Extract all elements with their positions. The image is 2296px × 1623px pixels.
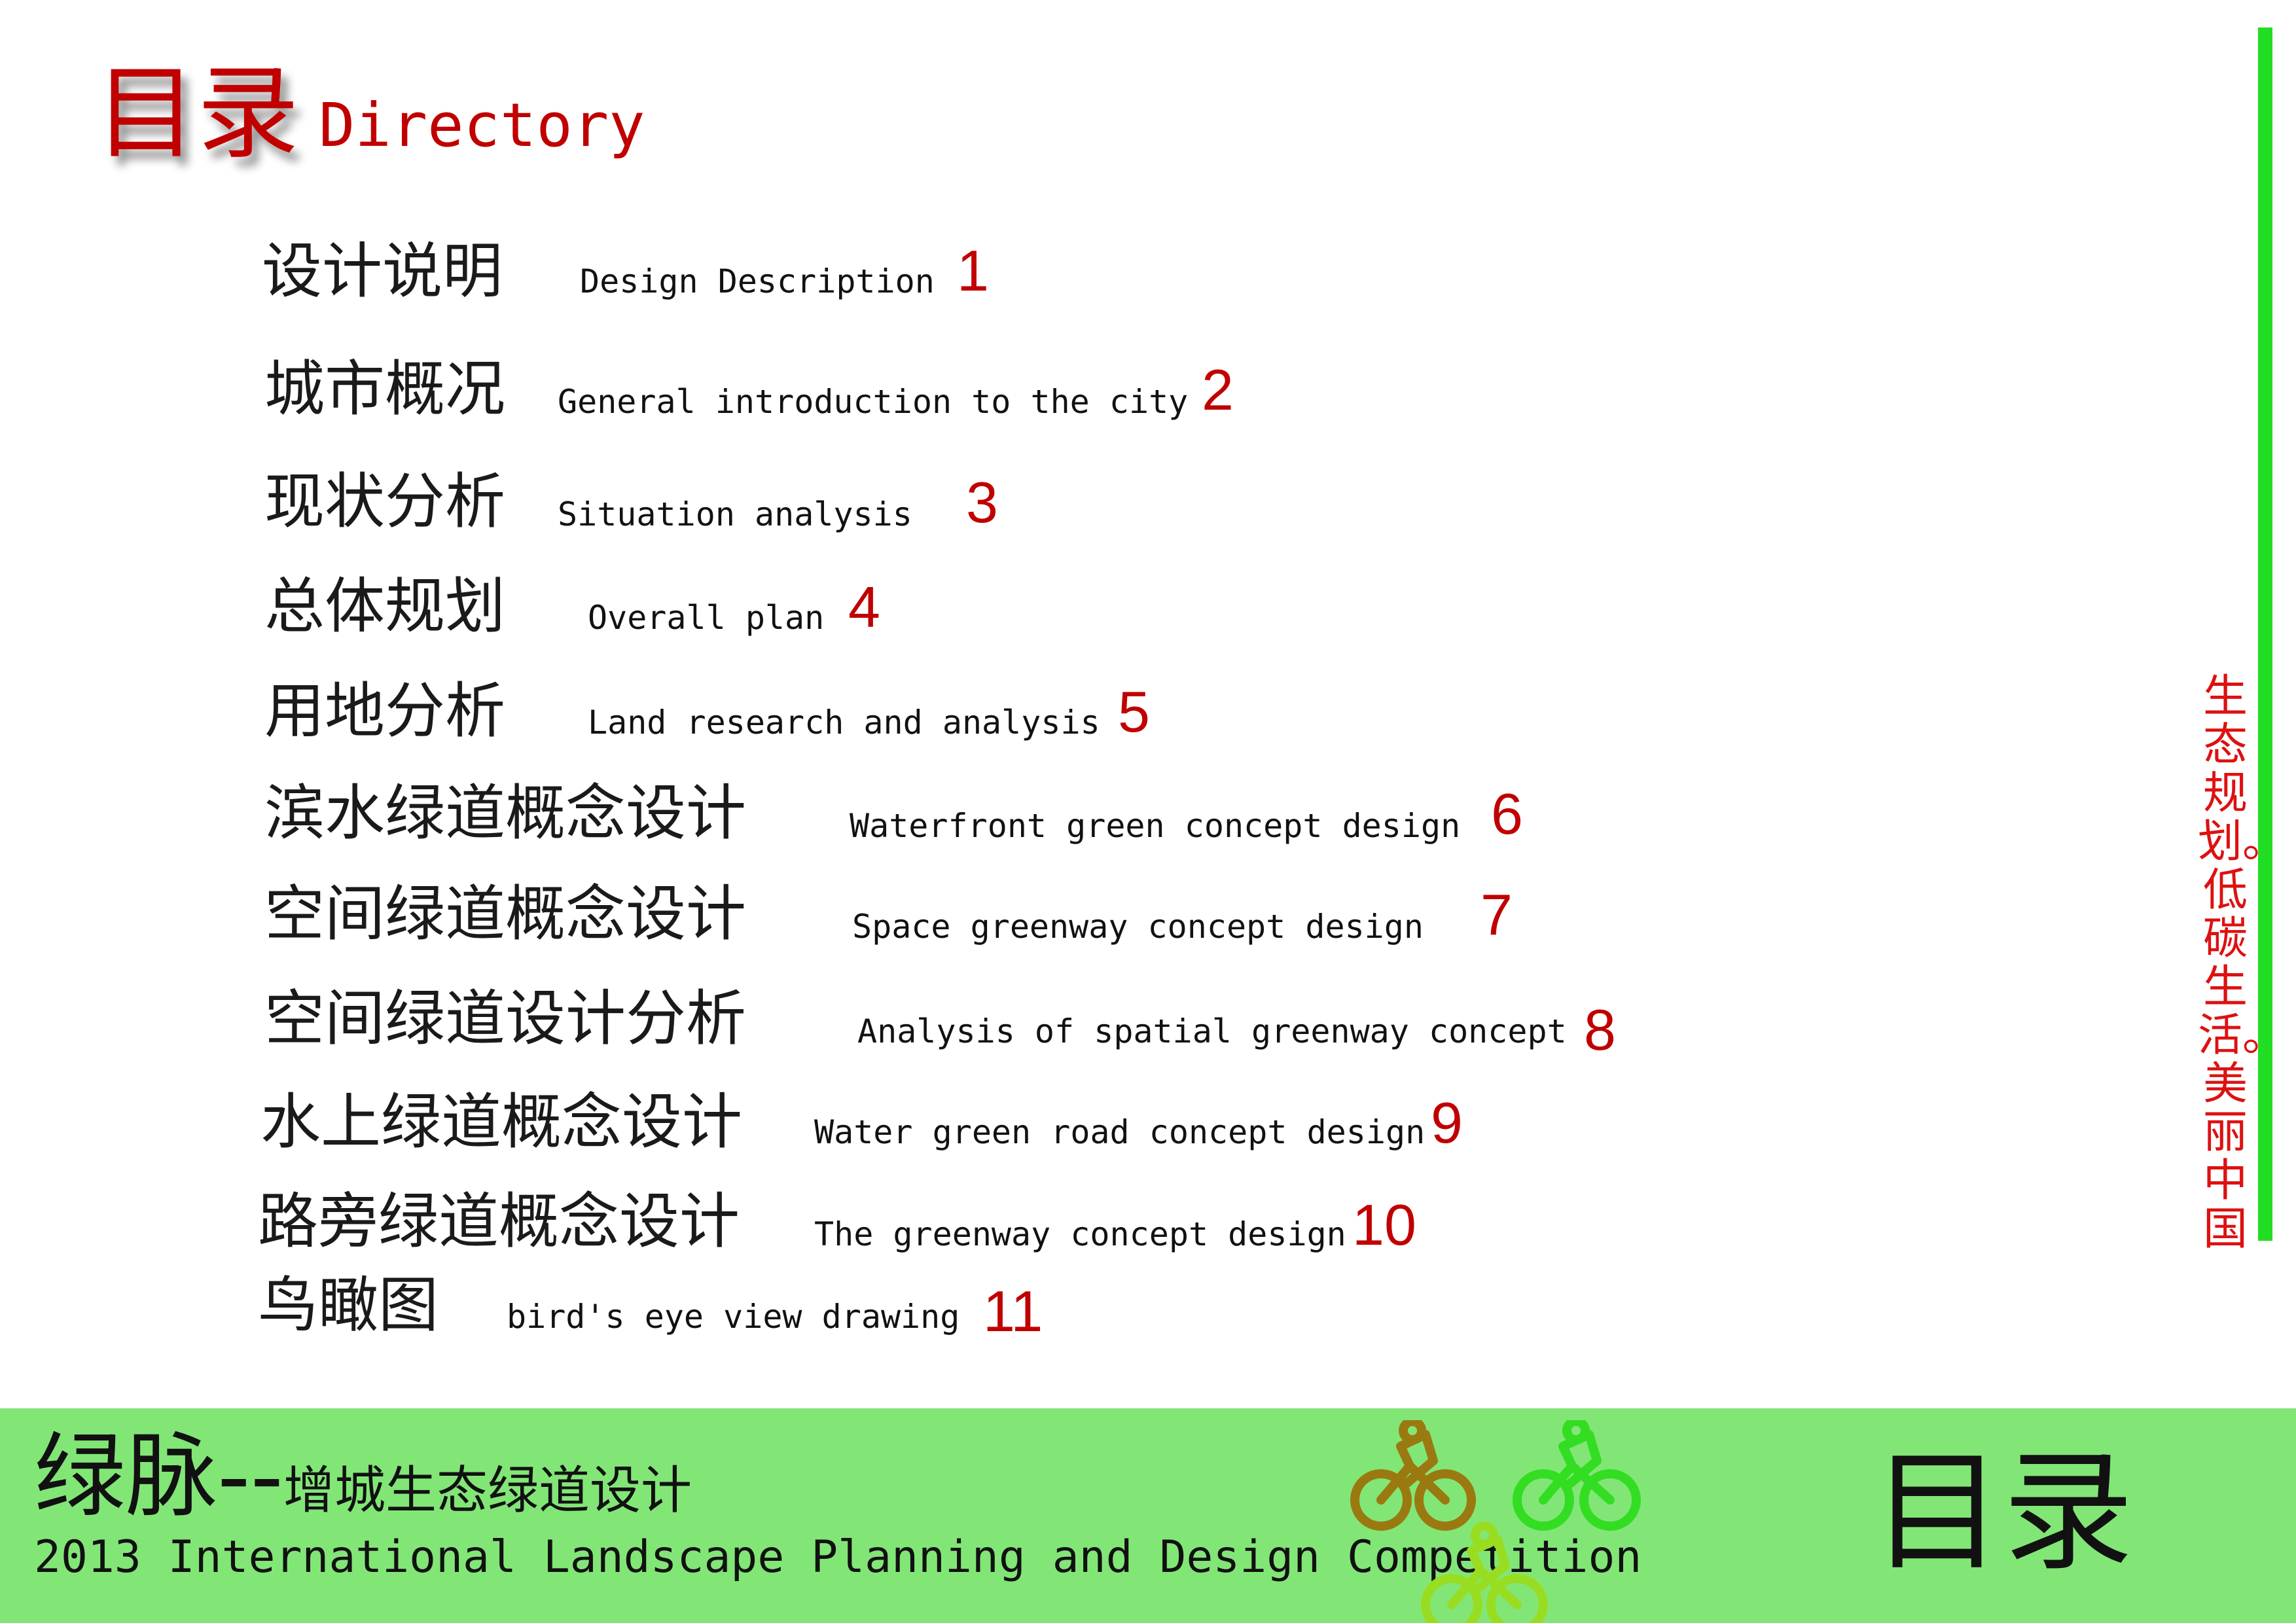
toc-title-cn: 总体规划 xyxy=(264,571,506,641)
toc-page-number: 11 xyxy=(983,1279,1043,1344)
toc-title-en: The greenway concept design xyxy=(814,1215,1346,1253)
toc-item-roadside-greenway[interactable]: 路旁绿道概念设计 The greenway concept design 10 xyxy=(0,1186,2225,1291)
project-title-sub: 增城生态绿道设计 xyxy=(283,1461,692,1520)
toc-item-design-description[interactable]: 设计说明 Design Description 1 xyxy=(0,236,2225,340)
toc-title-cn: 滨水绿道概念设计 xyxy=(264,778,747,848)
cyclist-icon xyxy=(1421,1522,1548,1623)
toc-item-waterfront-greenway[interactable]: 滨水绿道概念设计 Waterfront green concept design… xyxy=(0,777,2225,882)
toc-item-water-greenway[interactable]: 水上绿道概念设计 Water green road concept design… xyxy=(0,1086,2225,1191)
toc-title-cn: 水上绿道概念设计 xyxy=(260,1087,743,1157)
toc-page-number: 2 xyxy=(1202,357,1234,422)
toc-item-land-analysis[interactable]: 用地分析 Land research and analysis 5 xyxy=(0,675,2225,780)
toc-title-en: Waterfront green concept design xyxy=(850,807,1461,845)
toc-page-number: 10 xyxy=(1352,1192,1416,1257)
toc-title-en: Space greenway concept design xyxy=(852,908,1424,946)
toc-title-cn: 现状分析 xyxy=(264,467,506,537)
toc-item-city-overview[interactable]: 城市概况 General introduction to the city 2 xyxy=(0,353,2225,458)
cyclist-icon xyxy=(1513,1420,1641,1531)
cyclist-icon xyxy=(1350,1420,1476,1531)
toc-title-cn: 设计说明 xyxy=(262,236,503,306)
project-title: 绿脉--增城生态绿道设计 xyxy=(34,1428,692,1540)
toc-title-en: General introduction to the city xyxy=(558,383,1189,421)
toc-title-cn: 城市概况 xyxy=(264,354,506,424)
page-title-cn: 目录 xyxy=(95,54,299,173)
toc-title-en: Analysis of spatial greenway concept xyxy=(857,1012,1567,1050)
toc-item-overall-plan[interactable]: 总体规划 Overall plan 4 xyxy=(0,571,2225,675)
footer-page-mark: 目录 xyxy=(1872,1436,2134,1589)
toc-page-number: 6 xyxy=(1491,781,1523,846)
toc-item-situation-analysis[interactable]: 现状分析 Situation analysis 3 xyxy=(0,466,2225,571)
footer-band: 绿脉--增城生态绿道设计 2013 International Landscap… xyxy=(0,1408,2296,1623)
toc-item-birds-eye-view[interactable]: 鸟瞰图 bird's eye view drawing 11 xyxy=(0,1270,2225,1374)
toc-page-number: 9 xyxy=(1431,1090,1463,1155)
project-title-main: 绿脉-- xyxy=(34,1423,284,1530)
toc-title-cn: 用地分析 xyxy=(264,676,506,746)
toc-title-en: Land research and analysis xyxy=(588,704,1100,741)
toc-item-space-greenway[interactable]: 空间绿道概念设计 Space greenway concept design 7 xyxy=(0,878,2225,983)
toc-title-cn: 路旁绿道概念设计 xyxy=(258,1186,740,1257)
page-title-en: Directory xyxy=(319,90,645,160)
vertical-slogan: 生态规划。低碳生活。美丽中国 xyxy=(2198,671,2287,1255)
toc-title-en: Design Description xyxy=(580,262,935,300)
competition-subtitle: 2013 International Landscape Planning an… xyxy=(34,1531,1642,1583)
toc-page-number: 1 xyxy=(957,238,989,303)
toc-title-cn: 鸟瞰图 xyxy=(258,1270,439,1340)
toc-title-en: Water green road concept design xyxy=(814,1113,1426,1151)
toc-item-spatial-greenway-analysis[interactable]: 空间绿道设计分析 Analysis of spatial greenway co… xyxy=(0,983,2225,1088)
toc-page-number: 4 xyxy=(848,575,880,639)
toc-title-en: bird's eye view drawing xyxy=(507,1298,960,1336)
toc-title-cn: 空间绿道设计分析 xyxy=(264,984,747,1054)
toc-page-number: 5 xyxy=(1118,679,1150,744)
toc-title-en: Overall plan xyxy=(588,599,825,637)
toc-title-en: Situation analysis xyxy=(558,495,912,533)
toc-page-number: 7 xyxy=(1480,882,1513,947)
toc-page-number: 8 xyxy=(1584,997,1616,1062)
toc-title-cn: 空间绿道概念设计 xyxy=(264,879,747,949)
vertical-green-rule xyxy=(2258,27,2272,1241)
cyclist-icons xyxy=(1350,1420,1641,1623)
toc-page-number: 3 xyxy=(966,470,998,535)
